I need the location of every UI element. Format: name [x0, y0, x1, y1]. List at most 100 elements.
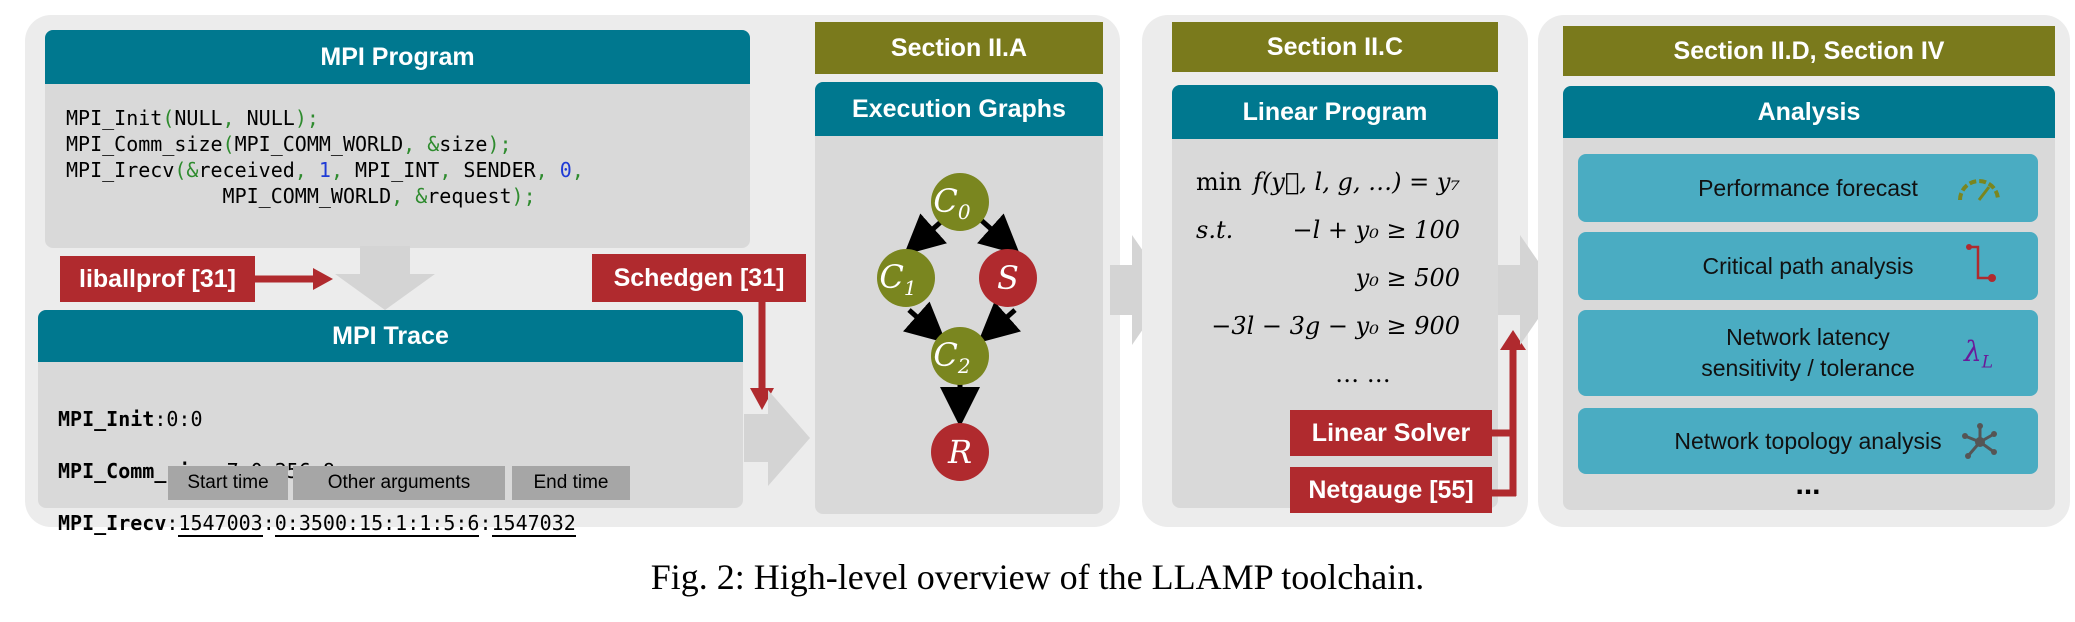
- code-token: );: [487, 132, 512, 156]
- code-token: (&: [174, 158, 199, 182]
- analysis-item-performance-forecast: Performance forecast: [1578, 154, 2038, 222]
- linear-program-title: Linear Program: [1172, 85, 1498, 139]
- node-c0: [931, 173, 989, 231]
- code-token: 0: [559, 158, 572, 182]
- node-c2-label: C: [933, 336, 957, 374]
- node-c2-sub: 2: [957, 354, 971, 378]
- node-c1: [877, 249, 935, 307]
- code-token: MPI_Irecv: [66, 158, 175, 182]
- schedgen-tag: Schedgen [31]: [592, 254, 806, 302]
- trace-fn-irecv: MPI_Irecv: [58, 511, 167, 535]
- latency-sensitivity-label: Network latency sensitivity / tolerance: [1701, 324, 1915, 381]
- lp-st-keyword: s.t.: [1196, 216, 1234, 244]
- lambda-subscript: L: [1981, 352, 1994, 373]
- node-c0-sub: 0: [958, 200, 971, 224]
- node-s-label: S: [997, 259, 1019, 297]
- node-r-label: R: [947, 433, 972, 471]
- execution-graphs-title: Execution Graphs: [815, 82, 1103, 136]
- trace-end-time: 1547032: [491, 511, 576, 537]
- trace-to-graph-arrow: [744, 390, 810, 486]
- node-r: [931, 423, 989, 481]
- program-to-trace-arrow: [335, 246, 435, 310]
- node-s: [979, 249, 1037, 307]
- execution-graph: C0 C1 S C2 R: [877, 173, 1037, 481]
- trace-other-args: 0:3500:15:1:1:5:6: [274, 511, 480, 537]
- svg-text:C1: C1: [879, 258, 916, 300]
- gauge-icon: [1958, 179, 2000, 201]
- code-token: MPI_Init: [66, 106, 163, 130]
- trace-start-time: 1547003: [178, 511, 263, 537]
- code-token: ,: [294, 158, 319, 182]
- start-time-tag: Start time: [168, 466, 288, 500]
- code-token: MPI_Comm_size: [66, 132, 223, 156]
- lp-to-analysis-arrow: [1498, 235, 1558, 345]
- node-c1-sub: 1: [904, 276, 917, 300]
- code-token: [66, 184, 223, 208]
- trace-sep: :: [262, 511, 275, 535]
- lambda-icon: λL: [1964, 336, 1993, 379]
- code-token: (: [222, 132, 235, 156]
- lp-objective: f(y⃗, l, g, …) = y₇: [1253, 168, 1460, 196]
- trace-fn-init: MPI_Init: [58, 407, 155, 431]
- graph-to-lp-arrow: [1110, 235, 1170, 345]
- code-line: MPI_COMM_WORLD, &request);: [66, 183, 584, 209]
- code-token: 1: [318, 158, 331, 182]
- section-2d-4-label: Section II.D, Section IV: [1563, 26, 2055, 76]
- trace-sep: :: [166, 511, 179, 535]
- trace-init-args: :0:0: [154, 407, 203, 431]
- code-token: );: [294, 106, 319, 130]
- netgauge-tag: Netgauge [55]: [1290, 467, 1492, 513]
- code-line: MPI_Comm_size(MPI_COMM_WORLD, &size);: [66, 131, 584, 157]
- code-token: , &: [391, 184, 428, 208]
- linear-program-math: min f(y⃗, l, g, …) = y₇ s.t. −l + y₀ ≥ 100…: [1196, 168, 1460, 408]
- node-c2: [931, 327, 989, 385]
- svg-text:C2: C2: [933, 336, 970, 378]
- topology-label: Network topology analysis: [1674, 427, 1942, 454]
- edge-c0-c1: [903, 213, 947, 255]
- lp-constraint-3: −3l − 3g − y₀ ≥ 900: [1211, 312, 1460, 340]
- analysis-item-topology: Network topology analysis: [1578, 408, 2038, 474]
- linear-solver-tag: Linear Solver: [1290, 410, 1492, 456]
- edge-s-c2: [977, 301, 1021, 343]
- lp-objective-keyword: min: [1196, 168, 1242, 196]
- code-token: ,: [439, 158, 464, 182]
- analysis-title: Analysis: [1563, 86, 2055, 138]
- liballprof-tag: liballprof [31]: [60, 256, 255, 302]
- svg-text:C0: C0: [933, 182, 970, 224]
- lambda-symbol: λ: [1964, 335, 1982, 368]
- performance-forecast-label: Performance forecast: [1698, 174, 1918, 201]
- code-line: MPI_Irecv(&received, 1, MPI_INT, SENDER,…: [66, 157, 584, 183]
- trace-sep: :: [479, 511, 492, 535]
- code-token: SENDER: [463, 158, 536, 182]
- code-token: request: [427, 184, 512, 208]
- code-token: NULL: [246, 106, 295, 130]
- node-c1-label: C: [879, 258, 903, 296]
- code-token: MPI_INT: [355, 158, 440, 182]
- lp-constraint-1: −l + y₀ ≥ 100: [1292, 216, 1460, 244]
- lp-constraint-2: y₀ ≥ 500: [1355, 264, 1460, 292]
- analysis-item-latency-sensitivity: Network latency sensitivity / tolerance …: [1578, 310, 2038, 396]
- edge-c1-c2: [903, 301, 947, 343]
- mpi-program-title: MPI Program: [45, 30, 750, 84]
- code-token: MPI_COMM_WORLD: [222, 184, 392, 208]
- analysis-more-ellipsis: ...: [1795, 468, 1821, 501]
- code-token: NULL: [174, 106, 223, 130]
- section-2a-label: Section II.A: [815, 22, 1103, 74]
- critical-path-label: Critical path analysis: [1702, 252, 1914, 279]
- topology-icon: [1962, 423, 1997, 459]
- code-token: size: [439, 132, 488, 156]
- critical-path-icon: [1966, 244, 1996, 282]
- end-time-tag: End time: [512, 466, 630, 500]
- solver-to-analysis-arrow: [1490, 330, 1526, 497]
- mpi-program-code: MPI_Init(NULL, NULL);MPI_Comm_size(MPI_C…: [66, 105, 584, 209]
- code-token: ,: [535, 158, 560, 182]
- lp-ellipsis: … …: [1335, 360, 1391, 388]
- code-token: received: [198, 158, 295, 182]
- node-c0-label: C: [933, 182, 957, 220]
- other-arguments-tag: Other arguments: [293, 466, 505, 500]
- code-token: ,: [571, 158, 584, 182]
- code-token: (: [162, 106, 175, 130]
- code-token: , &: [403, 132, 440, 156]
- mpi-trace-title: MPI Trace: [38, 310, 743, 362]
- analysis-item-critical-path: Critical path analysis: [1578, 232, 2038, 300]
